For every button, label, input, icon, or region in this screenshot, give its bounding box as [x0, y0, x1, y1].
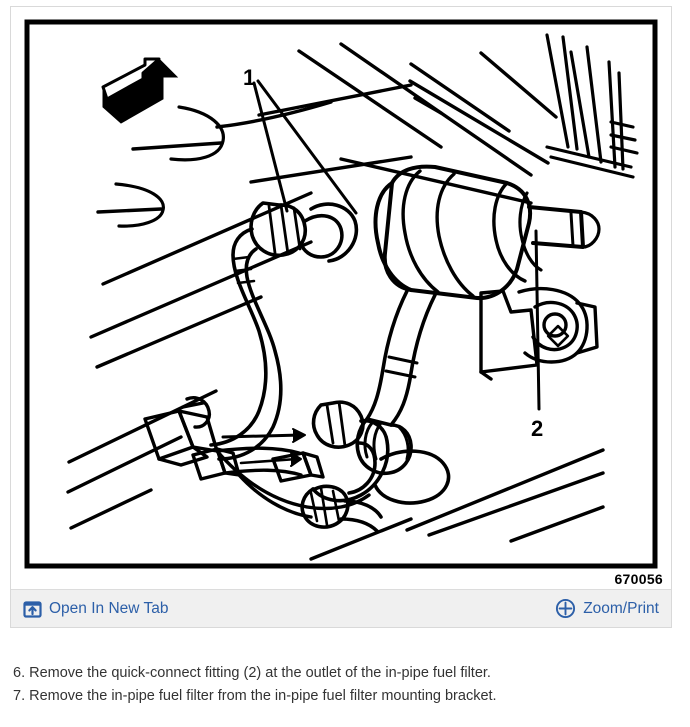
figure-viewer-panel: 1 2 670056 Open In New Tab Zoom/Print	[10, 6, 672, 628]
procedure-step: 6. Remove the quick-connect fitting (2) …	[13, 665, 491, 681]
callout-leaders	[252, 79, 541, 411]
fuel-filter-bracket	[479, 286, 599, 381]
figure-number-label: 670056	[614, 571, 663, 587]
diagram-linework	[66, 33, 639, 561]
fuel-filter-diagram: 1 2	[11, 7, 671, 589]
open-in-new-tab-button[interactable]: Open In New Tab	[23, 599, 168, 618]
open-in-new-tab-icon	[23, 601, 42, 618]
zoom-print-button[interactable]: Zoom/Print	[555, 598, 659, 619]
zoom-print-label: Zoom/Print	[583, 599, 659, 617]
callout-label-1: 1	[243, 65, 255, 90]
lower-elbow-fitting	[300, 400, 451, 533]
procedure-step: 7. Remove the in-pipe fuel filter from t…	[13, 688, 497, 704]
illustration-area: 1 2 670056	[11, 7, 671, 589]
fuel-line-left	[209, 201, 359, 461]
open-in-new-tab-label: Open In New Tab	[49, 599, 169, 617]
zoom-plus-icon	[556, 598, 576, 619]
orientation-arrow	[101, 57, 179, 124]
callout-label-2: 2	[531, 416, 543, 441]
procedure-step-list: 6. Remove the quick-connect fitting (2) …	[13, 662, 673, 708]
diagram-frame	[24, 19, 658, 569]
outlet-pipe	[355, 289, 437, 476]
fuel-filter-body	[373, 164, 601, 301]
figure-toolbar: Open In New Tab Zoom/Print	[11, 589, 671, 627]
